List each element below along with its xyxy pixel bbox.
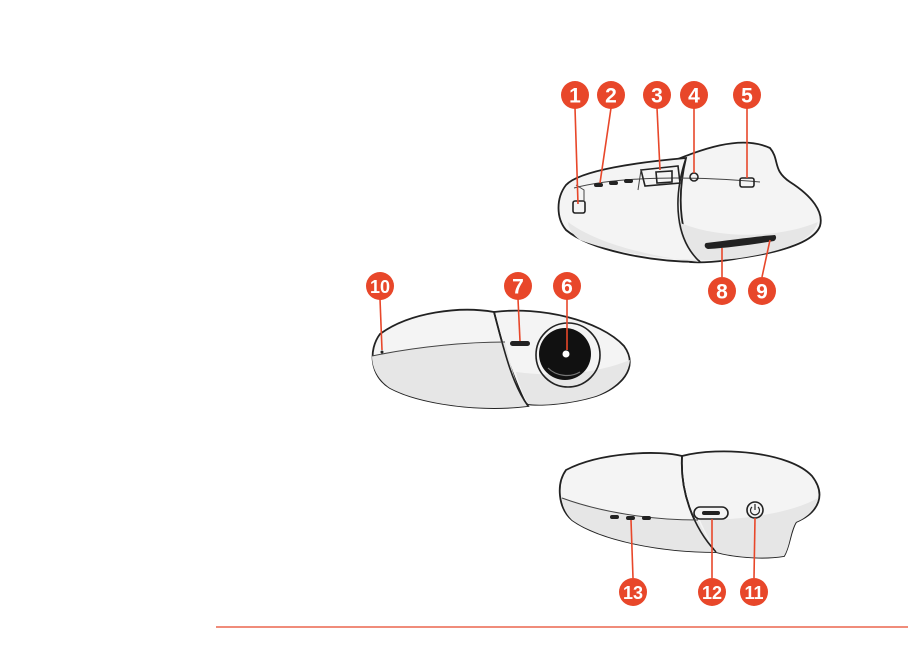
callout-badge-11: 11 xyxy=(740,578,768,606)
callout-label-11: 11 xyxy=(744,583,763,603)
callout-label-5: 5 xyxy=(741,85,753,108)
callout-label-4: 4 xyxy=(688,85,700,108)
callout-label-2: 2 xyxy=(605,85,617,108)
callout-badge-3: 3 xyxy=(643,81,671,109)
callout-badge-1: 1 xyxy=(561,81,589,109)
callout-label-12: 12 xyxy=(702,583,722,603)
callout-label-10: 10 xyxy=(370,277,390,297)
callout-label-6: 6 xyxy=(561,276,573,299)
callout-badge-4: 4 xyxy=(680,81,708,109)
device-view-rear xyxy=(560,451,820,557)
callout-badge-12: 12 xyxy=(698,578,726,606)
sensor-7 xyxy=(510,341,530,346)
callout-badge-8: 8 xyxy=(708,277,736,305)
callout-label-3: 3 xyxy=(651,85,663,108)
device-view-top xyxy=(559,143,821,263)
callout-badge-6: 6 xyxy=(553,272,581,300)
device-view-front xyxy=(372,310,630,408)
callout-label-1: 1 xyxy=(569,85,581,108)
callout-badge-5: 5 xyxy=(733,81,761,109)
callout-badge-2: 2 xyxy=(597,81,625,109)
callout-label-7: 7 xyxy=(512,276,524,299)
led-10 xyxy=(381,351,384,354)
callout-badge-9: 9 xyxy=(748,277,776,305)
callout-label-9: 9 xyxy=(756,281,768,304)
lens-6 xyxy=(536,323,600,387)
callout-badge-13: 13 xyxy=(619,578,647,606)
callout-label-13: 13 xyxy=(623,583,643,603)
callout-badge-7: 7 xyxy=(504,272,532,300)
callout-badge-10: 10 xyxy=(366,272,394,300)
callout-label-8: 8 xyxy=(716,281,728,304)
